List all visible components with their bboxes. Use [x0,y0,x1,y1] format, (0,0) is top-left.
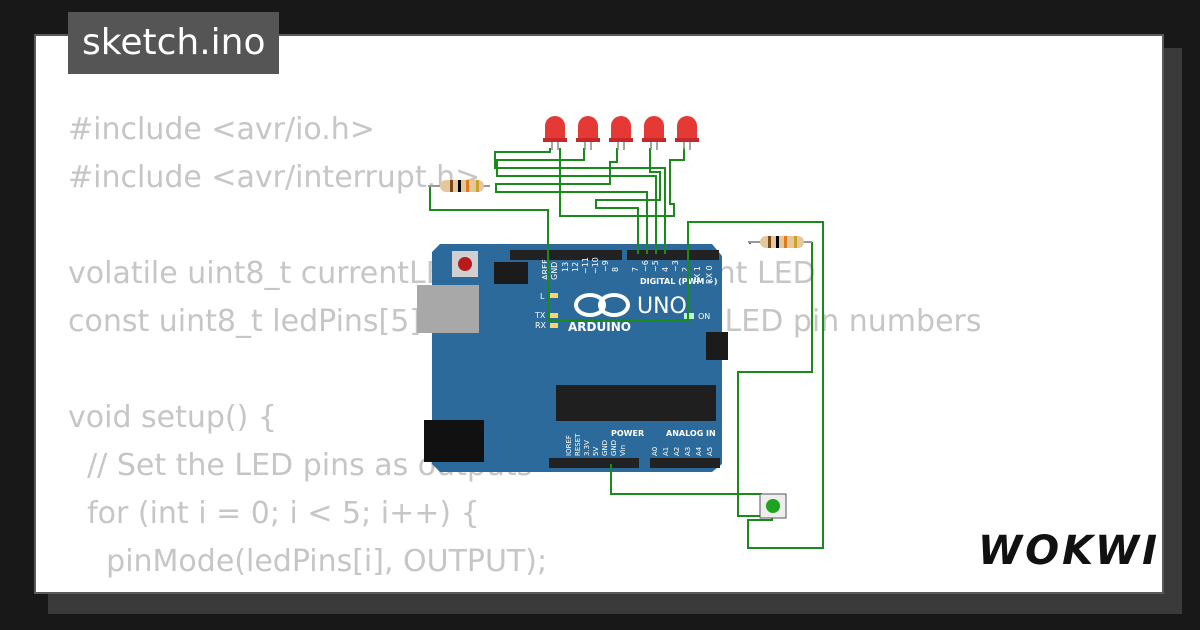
l-led-label: L [540,292,545,301]
wire-button-pull[interactable] [737,242,813,517]
rx-led-label: RX [535,321,547,330]
analog-label: ANALOG IN [666,429,716,438]
led-5[interactable] [675,116,699,150]
power-label: POWER [611,429,644,438]
pin-label-gnd1: GND [601,440,609,456]
resistor-2[interactable] [748,236,812,248]
digital-header-right [627,250,719,260]
rx-led [550,323,558,328]
board-model: UNO [637,294,687,319]
pin-label-3v3: 3.3V [583,440,591,456]
pin-label-a1: A1 [662,447,670,456]
icsp-header [494,262,528,284]
power-header [549,458,639,468]
pin-label-7: 7 [631,267,640,272]
pin-label-9: ~9 [601,260,610,272]
wire-led5[interactable] [559,148,685,217]
pin-label-5v: 5V [592,447,600,456]
code-line: for (int i = 0; i < 5; i++) { [68,496,480,531]
digital-label: DIGITAL (PWM ~) [640,277,718,286]
on-led-label: ON [698,312,710,321]
led-4[interactable] [642,116,666,150]
wokwi-logo: WOKWI [978,528,1161,574]
board-brand: ARDUINO [568,320,631,334]
pushbutton[interactable] [759,493,787,519]
l-led [550,293,558,298]
pin-label-a4: A4 [695,446,703,456]
pin-label-10: ~10 [591,257,600,274]
wire-led4[interactable] [595,148,661,254]
pin-label-vin: Vin [619,445,627,456]
infinity-logo-left [574,293,606,317]
icsp-header-right [706,332,728,360]
arduino-uno-board[interactable]: UNO ARDUINO DIGITAL (PWM ~) AREF GND 13 … [417,244,728,472]
pin-label-5: ~5 [651,260,660,272]
digital-pin-labels: AREF GND 13 12 ~11 ~10 ~9 8 7 ~6 ~5 4 ~3… [541,257,714,285]
tx-led [550,313,558,318]
led-3[interactable] [609,116,633,150]
code-preview: #include <avr/io.h> #include <avr/interru… [68,106,989,592]
pin-label-12: 12 [571,262,580,272]
wire-gnd[interactable] [429,185,824,549]
pin-label-aref: AREF [541,259,550,280]
infinity-logo-right [598,293,630,317]
power-jack [424,420,484,462]
pin-label-tx: TX 1 [693,266,702,285]
code-line: #include <avr/io.h> [68,112,375,147]
atmega-chip [556,385,716,421]
pin-label-11: ~11 [581,257,590,274]
resistor-1[interactable] [428,180,490,192]
pin-label-ioref: IOREF [565,435,573,456]
pin-label-a3: A3 [684,447,692,456]
wire-led2[interactable] [496,148,657,254]
reset-button-cap[interactable] [458,257,472,271]
pin-label-6: ~6 [641,260,650,272]
pin-label-a0: A0 [651,447,659,456]
pin-label-2: 2 [681,267,690,272]
code-line: #include <avr/interrupt.h> [68,160,481,195]
tx-led-label: TX [534,311,546,320]
analog-header [650,458,720,468]
pin-label-a5: A5 [706,447,714,456]
digital-header-left [510,250,622,260]
pin-label-reset: RESET [574,433,582,456]
pin-label-4: 4 [661,267,670,272]
sketch-title: sketch.ino [68,12,280,74]
pin-label-a2: A2 [673,447,681,456]
pin-label-rx: RX 0 [705,265,714,284]
pin-label-8: 8 [611,267,620,272]
wire-led3[interactable] [495,148,648,254]
wire-led1[interactable] [494,148,666,254]
pin-label-gnd: GND [550,262,559,280]
wires[interactable] [429,148,824,549]
usb-port [417,285,479,333]
pin-label-gnd2: GND [610,440,618,456]
pin-label-3: ~3 [671,260,680,272]
code-line: pinMode(ledPins[i], OUTPUT); [68,544,548,579]
bottom-pin-labels: IOREF RESET 3.3V 5V GND GND Vin A0 A1 A2… [565,433,714,456]
wire-5v[interactable] [610,464,762,495]
led-2[interactable] [576,116,600,150]
led-1[interactable] [543,116,567,150]
pin-label-13: 13 [561,262,570,272]
code-line: void setup() { [68,400,277,435]
